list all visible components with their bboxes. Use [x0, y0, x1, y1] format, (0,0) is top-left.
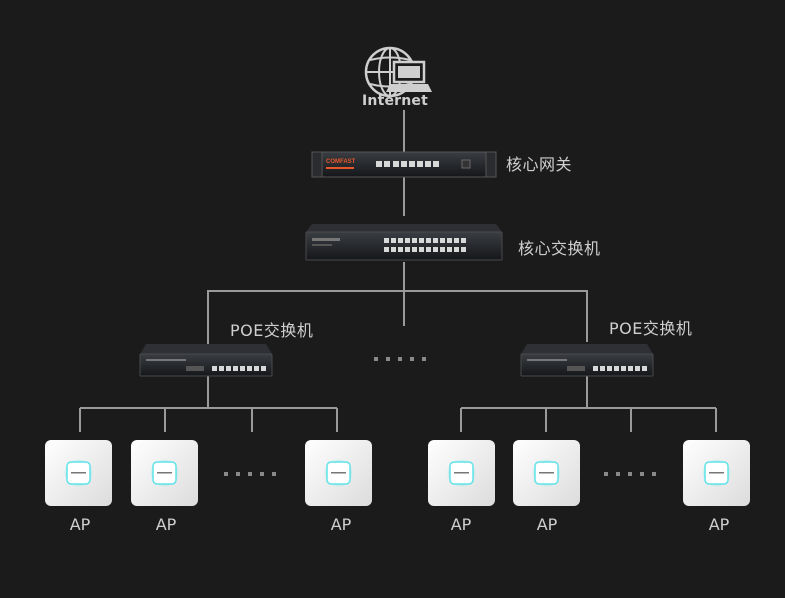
access-point-device	[428, 440, 495, 506]
access-point-device	[305, 440, 372, 506]
access-point-device	[683, 440, 750, 506]
core-gateway-device: COMFAST	[311, 151, 497, 178]
poe-switch-device-2	[520, 344, 654, 377]
ap-label-6: AP	[708, 515, 730, 534]
core-switch-label: 核心交换机	[518, 239, 601, 258]
internet-label: Internet	[362, 93, 429, 109]
gateway-brand: COMFAST	[326, 159, 356, 165]
ap-label-1: AP	[69, 515, 91, 534]
gateway-label: 核心网关	[506, 155, 573, 174]
poe-switch-label-2: POE交换机	[609, 319, 693, 338]
poe-switch-label-1: POE交换机	[230, 321, 314, 340]
poe-switch-device-1	[139, 344, 273, 377]
ap-label-2: AP	[155, 515, 177, 534]
laptop-icon	[386, 60, 432, 92]
access-point-device	[513, 440, 580, 506]
ellipsis-dots	[224, 357, 656, 476]
core-switch-device	[305, 224, 503, 261]
ap-label-4: AP	[450, 515, 472, 534]
access-point-device	[45, 440, 112, 506]
access-point-device	[131, 440, 198, 506]
ap-label-3: AP	[330, 515, 352, 534]
ap-label-5: AP	[536, 515, 558, 534]
connection-lines	[79, 110, 717, 432]
